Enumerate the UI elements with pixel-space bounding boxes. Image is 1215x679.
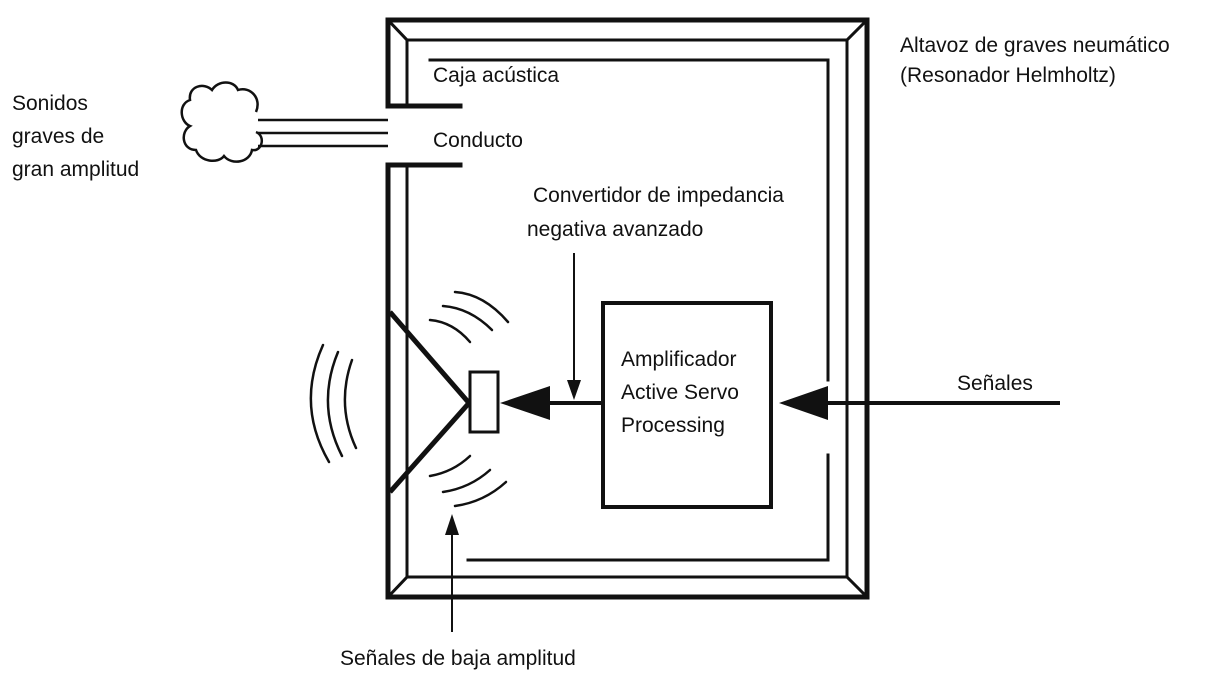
converter-pointer-head: [567, 380, 581, 400]
speaker-driver: [388, 310, 500, 494]
enclosure-outer-wall: [385, 17, 870, 600]
enclosure-corner-tl: [385, 17, 410, 43]
input-arrowhead: [779, 386, 828, 420]
wave-inner-top-3: [453, 290, 510, 324]
bass-label-line-1: Sonidos: [12, 92, 88, 115]
duct-label: Conducto: [433, 129, 523, 152]
voice-coil: [468, 370, 500, 434]
amplifier-label-line-3: Processing: [621, 414, 725, 437]
low-amp-pointer-head: [445, 514, 459, 535]
wave-inner-top-1: [428, 318, 472, 344]
wave-outer-1: [309, 343, 331, 464]
converter-label-line-2: negativa avanzado: [527, 218, 703, 241]
enclosure-corner-bl: [385, 574, 410, 600]
amplifier-label-line-1: Amplificador: [621, 348, 737, 371]
wave-outer-2: [326, 350, 344, 458]
title-line-2: (Resonador Helmholtz): [900, 64, 1116, 87]
wave-inner-bot-3: [453, 480, 508, 508]
bass-label-line-2: graves de: [12, 125, 104, 148]
enclosure: [385, 17, 870, 600]
wave-inner-bot-2: [441, 468, 492, 494]
wave-outer-3: [343, 358, 358, 450]
enclosure-corner-tr: [844, 17, 870, 43]
bass-air-flow: [180, 81, 388, 163]
driver-arrowhead: [500, 386, 550, 420]
sound-waves: [309, 290, 510, 508]
enclosure-corner-br: [844, 574, 870, 600]
converter-label-line-1: Convertidor de impedancia: [533, 184, 784, 207]
amplifier-box: [601, 301, 773, 509]
enclosure-label: Caja acústica: [433, 64, 559, 87]
low-amplitude-label: Señales de baja amplitud: [340, 647, 576, 670]
wave-inner-top-2: [441, 304, 494, 332]
title-line-1: Altavoz de graves neumático: [900, 34, 1170, 57]
cloud-icon: [180, 81, 264, 163]
wave-inner-bot-1: [428, 454, 472, 478]
signal-arrows: [445, 253, 1060, 632]
bass-label-line-3: gran amplitud: [12, 158, 139, 181]
amplifier-label-line-2: Active Servo: [621, 381, 739, 404]
enclosure-inner-wall: [405, 38, 849, 579]
signals-label: Señales: [957, 372, 1033, 395]
